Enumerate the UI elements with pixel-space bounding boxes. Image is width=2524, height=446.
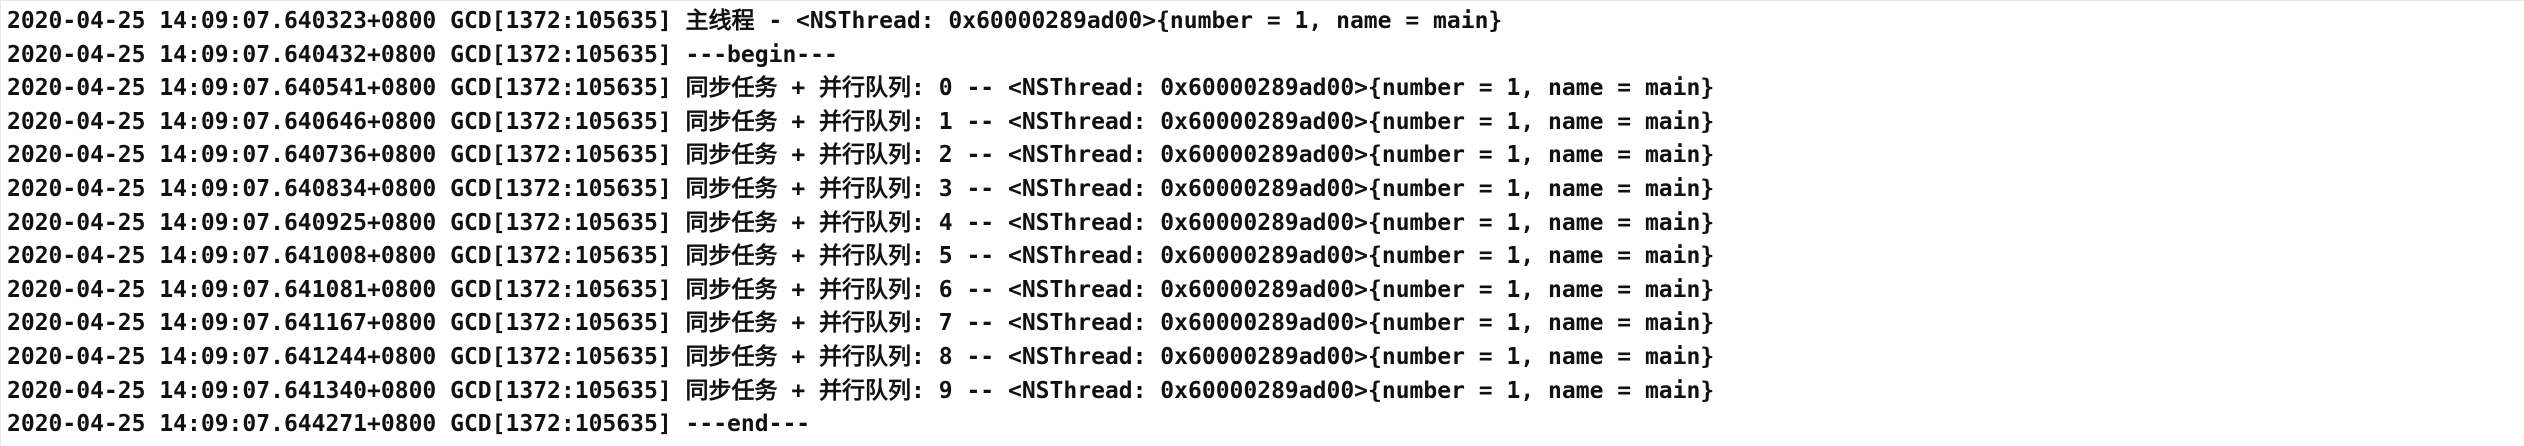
log-line: 2020-04-25 14:09:07.640736+0800 GCD[1372… (7, 142, 1715, 169)
log-line: 2020-04-25 14:09:07.641008+0800 GCD[1372… (7, 243, 1715, 270)
log-line: 2020-04-25 14:09:07.640432+0800 GCD[1372… (7, 41, 838, 68)
log-line: 2020-04-25 14:09:07.641167+0800 GCD[1372… (7, 310, 1715, 337)
log-line: 2020-04-25 14:09:07.640541+0800 GCD[1372… (7, 75, 1715, 102)
log-line: 2020-04-25 14:09:07.640646+0800 GCD[1372… (7, 108, 1715, 135)
log-line: 2020-04-25 14:09:07.644271+0800 GCD[1372… (7, 411, 811, 438)
log-line: 2020-04-25 14:09:07.640925+0800 GCD[1372… (7, 209, 1715, 236)
log-line: 2020-04-25 14:09:07.641081+0800 GCD[1372… (7, 276, 1715, 303)
log-line: 2020-04-25 14:09:07.640323+0800 GCD[1372… (7, 8, 1503, 34)
log-line: 2020-04-25 14:09:07.641340+0800 GCD[1372… (7, 377, 1715, 404)
log-line: 2020-04-25 14:09:07.640834+0800 GCD[1372… (7, 175, 1715, 202)
log-lines: 2020-04-25 14:09:07.640323+0800 GCD[1372… (7, 5, 1714, 442)
log-line: 2020-04-25 14:09:07.641244+0800 GCD[1372… (7, 343, 1715, 370)
